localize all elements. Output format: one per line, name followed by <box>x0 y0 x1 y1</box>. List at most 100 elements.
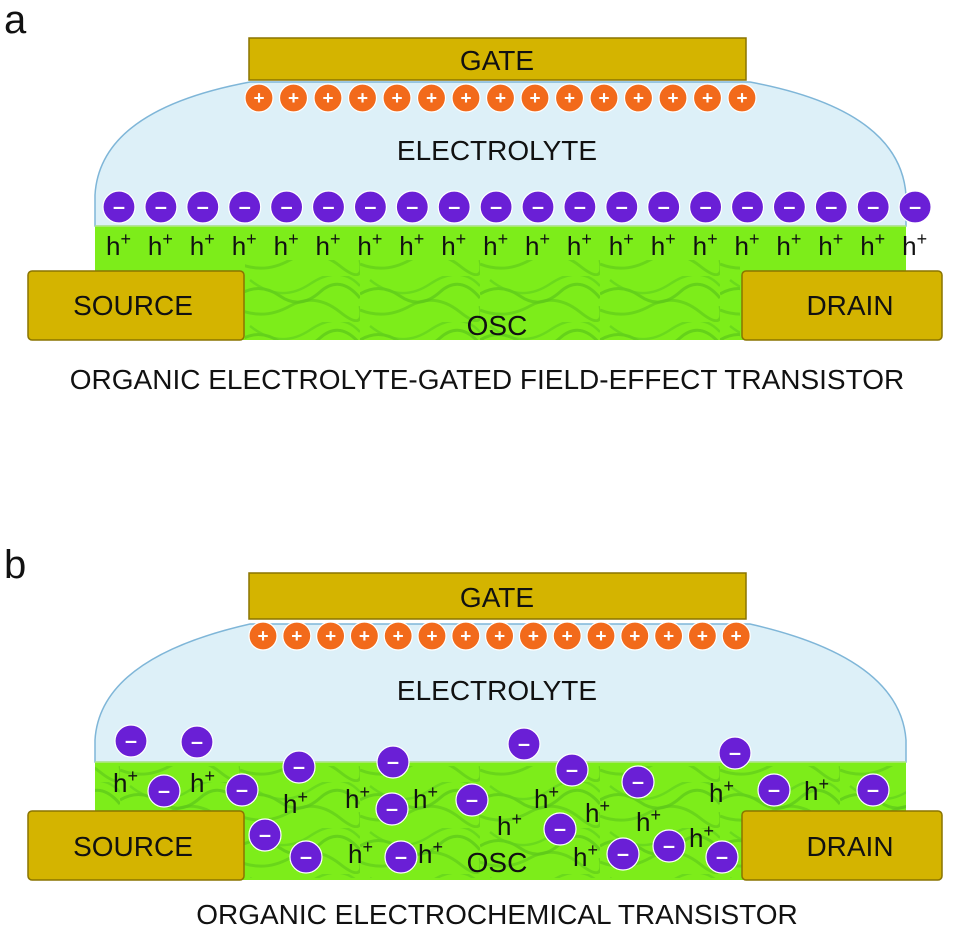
anion-b: – <box>555 753 589 787</box>
gate-cations-a: +++++++++++++++ <box>244 83 757 113</box>
anion-a: – <box>437 190 471 224</box>
svg-text:+: + <box>391 88 402 109</box>
source-label-a: SOURCE <box>73 290 193 321</box>
anion-a: – <box>144 190 178 224</box>
svg-text:–: – <box>768 777 780 802</box>
panel-a-letter: a <box>4 0 27 42</box>
svg-text:+: + <box>529 88 540 109</box>
anion-a: – <box>605 190 639 224</box>
anion-a: – <box>563 190 597 224</box>
svg-text:+: + <box>322 88 333 109</box>
cation-a: + <box>485 83 516 113</box>
anion-b: – <box>147 774 181 808</box>
cation-b: + <box>417 621 447 651</box>
cation-b: + <box>383 621 413 651</box>
cation-b: + <box>653 621 684 651</box>
svg-text:–: – <box>574 194 586 219</box>
svg-text:–: – <box>197 194 209 219</box>
svg-text:+: + <box>393 626 404 647</box>
svg-text:–: – <box>113 194 125 219</box>
caption-a: ORGANIC ELECTROLYTE-GATED FIELD-EFFECT T… <box>70 364 904 395</box>
osc-label-b: OSC <box>467 847 528 878</box>
anion-a: – <box>814 190 848 224</box>
svg-text:+: + <box>629 626 640 647</box>
cation-b: + <box>687 621 718 651</box>
svg-text:–: – <box>386 796 398 821</box>
svg-text:+: + <box>564 88 575 109</box>
gate-electrode-a <box>248 37 747 81</box>
svg-text:–: – <box>632 769 644 794</box>
svg-text:–: – <box>364 194 376 219</box>
svg-text:–: – <box>825 194 837 219</box>
cation-a: + <box>416 83 447 113</box>
svg-text:–: – <box>239 194 251 219</box>
svg-text:+: + <box>359 626 370 647</box>
svg-text:+: + <box>257 626 268 647</box>
panel-b: b GATE +++++++++++++++ ELECTROLYTE SOURC… <box>4 543 943 930</box>
svg-text:+: + <box>426 626 437 647</box>
svg-text:+: + <box>667 88 678 109</box>
svg-text:–: – <box>867 777 879 802</box>
hole-a: h+ <box>902 229 927 261</box>
anion-b: – <box>856 773 890 807</box>
cation-a: + <box>658 83 688 113</box>
anion-b: – <box>375 792 409 826</box>
cation-a: + <box>278 83 309 113</box>
anion-b: – <box>289 840 323 874</box>
anion-layer-a: –––––––––––––––––––– <box>102 190 932 224</box>
svg-text:+: + <box>288 88 299 109</box>
anion-a: – <box>521 190 555 224</box>
cation-b: + <box>552 621 582 651</box>
anion-b: – <box>718 736 752 770</box>
svg-text:–: – <box>716 844 728 869</box>
svg-text:+: + <box>253 88 264 109</box>
cation-b: + <box>316 621 346 651</box>
hole-layer-a: h+h+h+h+h+h+h+h+h+h+h+h+h+h+h+h+h+h+h+h+ <box>106 229 927 261</box>
anion-a: – <box>186 190 220 224</box>
cation-b: + <box>248 621 278 651</box>
anion-a: – <box>311 190 346 224</box>
svg-text:–: – <box>566 757 578 782</box>
svg-text:–: – <box>281 194 293 219</box>
anion-b: – <box>455 783 489 817</box>
svg-text:–: – <box>532 194 544 219</box>
panel-a: a GATE +++++++++++++++ ELECTROLYTE –––––… <box>4 0 943 395</box>
svg-text:–: – <box>663 833 675 858</box>
cation-a: + <box>347 83 378 113</box>
svg-text:+: + <box>731 626 742 647</box>
anion-b: – <box>652 829 686 863</box>
source-electrode-b <box>27 810 245 881</box>
gate-label-b: GATE <box>460 582 534 613</box>
svg-text:+: + <box>291 626 302 647</box>
svg-text:–: – <box>236 777 248 802</box>
anion-a: – <box>395 190 429 224</box>
cation-b: + <box>586 621 616 651</box>
gate-electrode-b <box>248 572 747 620</box>
electrolyte-label-a: ELECTROLYTE <box>397 135 597 166</box>
electrolyte-a <box>94 81 907 227</box>
svg-text:–: – <box>658 194 670 219</box>
anion-b: – <box>376 745 410 779</box>
anion-a: – <box>772 190 807 224</box>
anion-b: – <box>757 773 791 807</box>
hole-a: h+ <box>316 229 341 261</box>
anion-a: – <box>730 190 765 224</box>
cation-b: + <box>282 621 312 651</box>
anion-b: – <box>507 727 541 761</box>
cation-b: + <box>451 621 481 651</box>
cation-a: + <box>520 83 550 113</box>
cation-b: + <box>518 621 549 651</box>
gate-label-a: GATE <box>460 45 534 76</box>
svg-text:+: + <box>495 88 506 109</box>
svg-text:+: + <box>595 626 606 647</box>
svg-text:–: – <box>909 194 921 219</box>
svg-text:+: + <box>663 626 674 647</box>
anion-b: – <box>282 750 316 784</box>
svg-text:+: + <box>633 88 644 109</box>
hole-a: h+ <box>818 229 843 261</box>
svg-text:+: + <box>562 626 573 647</box>
svg-text:+: + <box>460 626 471 647</box>
caption-b: ORGANIC ELECTROCHEMICAL TRANSISTOR <box>196 899 798 930</box>
drain-electrode-b <box>741 810 943 881</box>
anion-a: – <box>353 190 387 224</box>
